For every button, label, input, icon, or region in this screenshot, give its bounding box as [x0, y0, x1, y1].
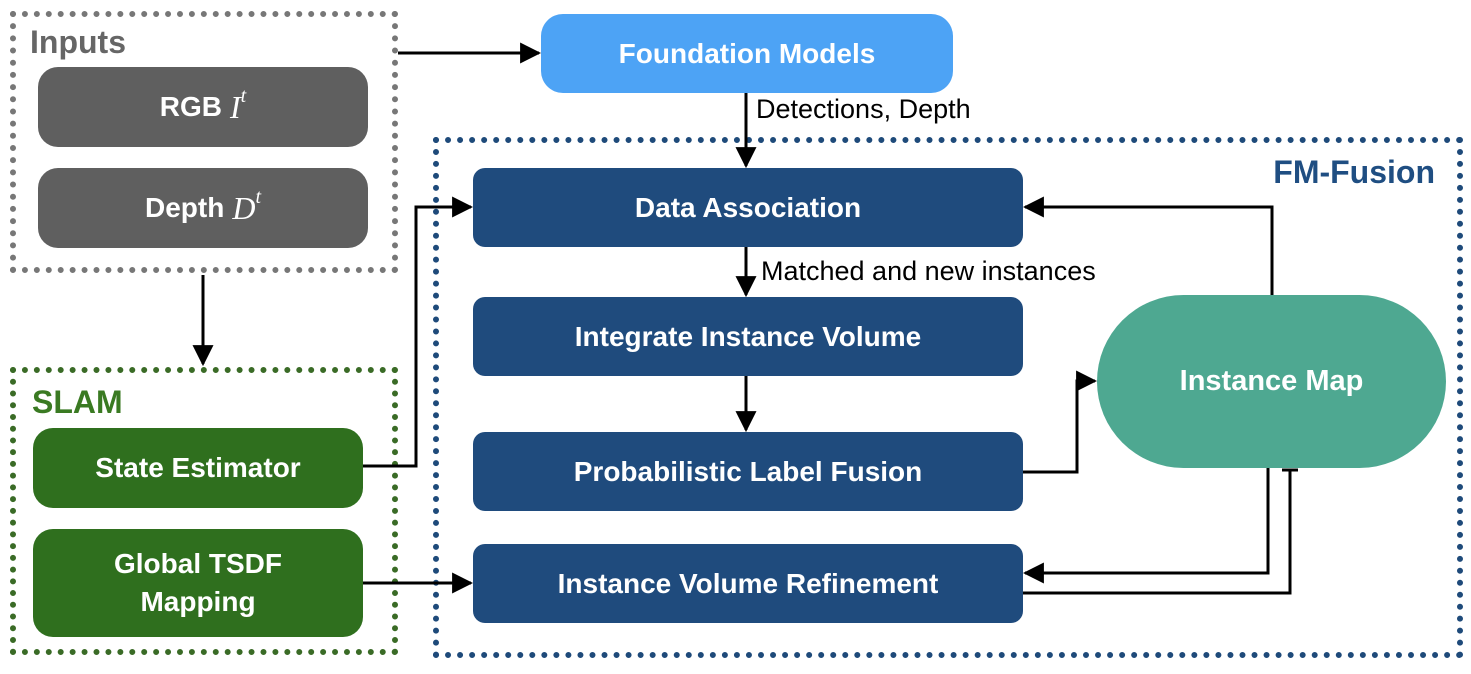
arrow-map-to-association — [1022, 196, 1274, 295]
global-tsdf-label-line2: Mapping — [140, 586, 256, 617]
global-tsdf-box: Global TSDF Mapping — [33, 529, 363, 637]
line-refinement-to-map — [1023, 470, 1292, 595]
state-estimator-box: State Estimator — [33, 428, 363, 508]
data-association-box: Data Association — [473, 168, 1023, 247]
slam-title: SLAM — [32, 384, 123, 420]
fm-fusion-title: FM-Fusion — [1273, 154, 1435, 190]
foundation-models-label: Foundation Models — [618, 37, 876, 69]
foundation-models-box: Foundation Models — [541, 14, 953, 93]
rgb-input-box: RGB It — [38, 67, 368, 147]
integrate-instance-volume-box: Integrate Instance Volume — [473, 297, 1023, 376]
fm-fusion-frame — [433, 137, 1463, 658]
rgb-label: RGB — [159, 91, 222, 122]
instance-volume-refinement-label: Instance Volume Refinement — [557, 567, 939, 599]
depth-input-box: Depth Dt — [38, 168, 368, 248]
probabilistic-label-fusion-label: Probabilistic Label Fusion — [573, 455, 923, 487]
data-association-label: Data Association — [634, 191, 862, 223]
instance-map-label: Instance Map — [1179, 365, 1364, 397]
slam-frame — [10, 367, 398, 655]
matched-new-instances-label: Matched and new instances — [761, 256, 1096, 286]
instance-map-node: Instance Map — [1097, 295, 1446, 468]
inputs-title: Inputs — [30, 24, 126, 60]
state-estimator-label: State Estimator — [95, 452, 301, 484]
integrate-instance-volume-label: Integrate Instance Volume — [574, 320, 922, 352]
inputs-frame — [10, 11, 398, 273]
depth-symbol: Dt — [232, 185, 261, 226]
detections-depth-label: Detections, Depth — [756, 94, 971, 124]
depth-label: Depth — [145, 192, 225, 223]
arrow-state-estimator-to-association — [363, 196, 474, 468]
arrow-label-fusion-to-map — [1023, 370, 1098, 474]
instance-volume-refinement-box: Instance Volume Refinement — [473, 544, 1023, 623]
global-tsdf-label-line1: Global TSDF — [114, 548, 282, 580]
arrow-map-to-refinement — [1022, 468, 1270, 584]
probabilistic-label-fusion-box: Probabilistic Label Fusion — [473, 432, 1023, 511]
rgb-symbol: It — [230, 84, 247, 125]
